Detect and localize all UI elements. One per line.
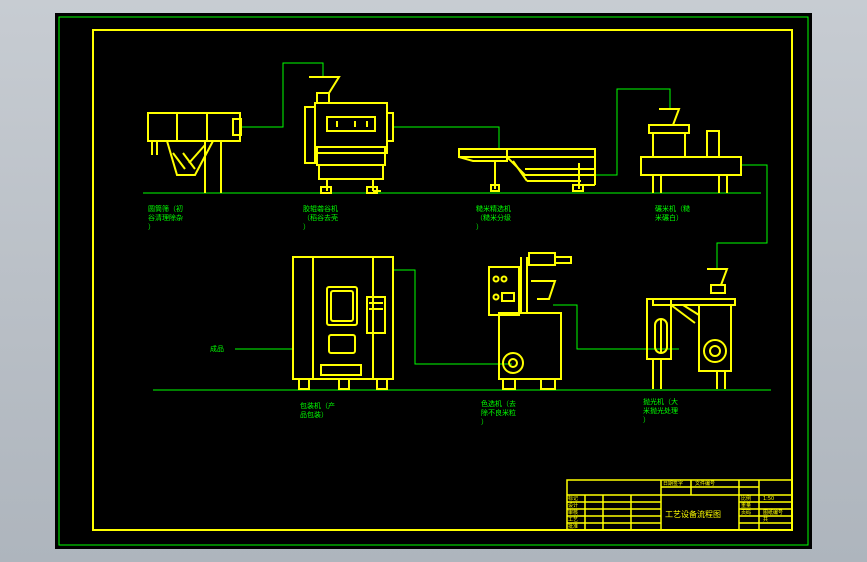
tb-right-0: 比例 [741, 496, 752, 502]
tb-row-3: 工艺 [568, 517, 579, 523]
label-huller: 胶辊砻谷机 （稻谷去壳 ） [303, 205, 338, 231]
material-flow-lines [235, 62, 768, 365]
drawing-sheet: 圆筒筛（初 谷清理除杂 ） 胶辊砻谷机 （稻谷去壳 ） 糙米精选机 （糙米分级 … [55, 13, 812, 549]
rubber-roll-huller-icon [304, 76, 394, 194]
label-polisher: 抛光机（大 米抛光处理 ） [643, 398, 678, 424]
rice-whitener-icon [640, 108, 742, 193]
drum-screen-icon [147, 112, 242, 193]
label-color-sorter: 色选机（去 除不良米粒 ） [481, 400, 516, 426]
label-product: 成品 [210, 345, 224, 353]
tb-row-1: 设计 [568, 503, 579, 509]
title-block [566, 479, 793, 531]
packing-machine-icon [292, 256, 394, 390]
tb-right-2: 重量 [741, 503, 752, 509]
label-whitener: 碾米机（糙 米碾白） [655, 205, 690, 222]
drawing-title: 工艺设备流程图 [665, 510, 721, 519]
inner-border [92, 29, 793, 531]
label-packer: 包装机（产 品包装） [300, 402, 335, 419]
color-sorter-icon [488, 252, 572, 390]
rice-polisher-icon [646, 268, 736, 389]
tb-row-0: 标记 [568, 496, 579, 502]
paddy-separator-icon [458, 148, 596, 192]
tb-top-2: 文件编号 [695, 481, 716, 487]
tb-right-4: 图纸编号 [763, 510, 784, 516]
label-separator: 糙米精选机 （糙米分级 ） [476, 205, 511, 231]
tb-row-2: 审核 [568, 510, 579, 516]
outer-frame [58, 16, 809, 546]
tb-right-3: 页码 [741, 510, 752, 516]
tb-scale: 1:50 [763, 496, 775, 502]
process-flow-diagram [58, 16, 809, 546]
label-drum-screen: 圆筒筛（初 谷清理除杂 ） [148, 205, 183, 231]
tb-row-4: 批准 [568, 524, 579, 530]
tb-right-5: 共 [763, 517, 769, 523]
tb-top-0: 日期签字 [663, 481, 684, 487]
